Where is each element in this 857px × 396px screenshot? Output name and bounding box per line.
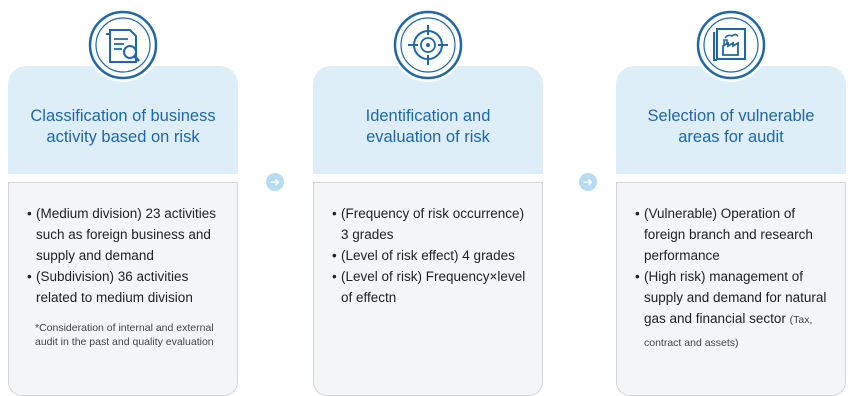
title-line: Selection of vulnerable (647, 107, 815, 125)
icon-badge (391, 8, 465, 82)
title-line: evaluation of risk (366, 128, 490, 146)
document-search-icon (88, 10, 158, 80)
step-body: (Medium division) 23 activities such as … (8, 182, 238, 396)
list-item: (Vulnerable) Operation of foreign branch… (635, 203, 835, 266)
arrow-right-icon: ➜ (579, 173, 597, 191)
step-title: Identification and evaluation of risk (313, 106, 543, 148)
step-header (313, 66, 543, 174)
step-card-identification: Identification and evaluation of risk (F… (313, 0, 543, 396)
icon-badge (86, 8, 160, 82)
arrow-right-icon: ➜ (266, 173, 284, 191)
step-card-classification: Classification of business activity base… (8, 0, 238, 396)
target-crosshair-icon (393, 10, 463, 80)
list-item: (Frequency of risk occurrence) 3 grades (332, 203, 532, 245)
step-title: Classification of business activity base… (8, 106, 238, 148)
list-item: (Level of risk) Frequency×level of effec… (332, 266, 532, 308)
title-line: Classification of business (30, 107, 216, 125)
step-header (8, 66, 238, 174)
step-body: (Frequency of risk occurrence) 3 grades … (313, 182, 543, 396)
list-item: (Level of risk effect) 4 grades (332, 245, 532, 266)
list-item: (Subdivision) 36 activities related to m… (27, 266, 227, 308)
title-line: Identification and (365, 107, 491, 125)
icon-badge (694, 8, 768, 82)
list-item: (Medium division) 23 activities such as … (27, 203, 227, 266)
title-line: areas for audit (678, 128, 784, 146)
factory-blueprint-icon (696, 10, 766, 80)
list-item-suffix: (Tax, contract and assets) (644, 314, 813, 349)
footnote: *Consideration of internal and external … (35, 322, 214, 348)
step-title: Selection of vulnerable areas for audit (616, 106, 846, 148)
step-header (616, 66, 846, 174)
title-line: activity based on risk (46, 128, 200, 146)
step-card-selection: Selection of vulnerable areas for audit … (616, 0, 846, 396)
list-item: (High risk) management of supply and dem… (635, 266, 835, 354)
list-item-text: (High risk) management of supply and dem… (644, 269, 827, 326)
step-body: (Vulnerable) Operation of foreign branch… (616, 182, 846, 396)
